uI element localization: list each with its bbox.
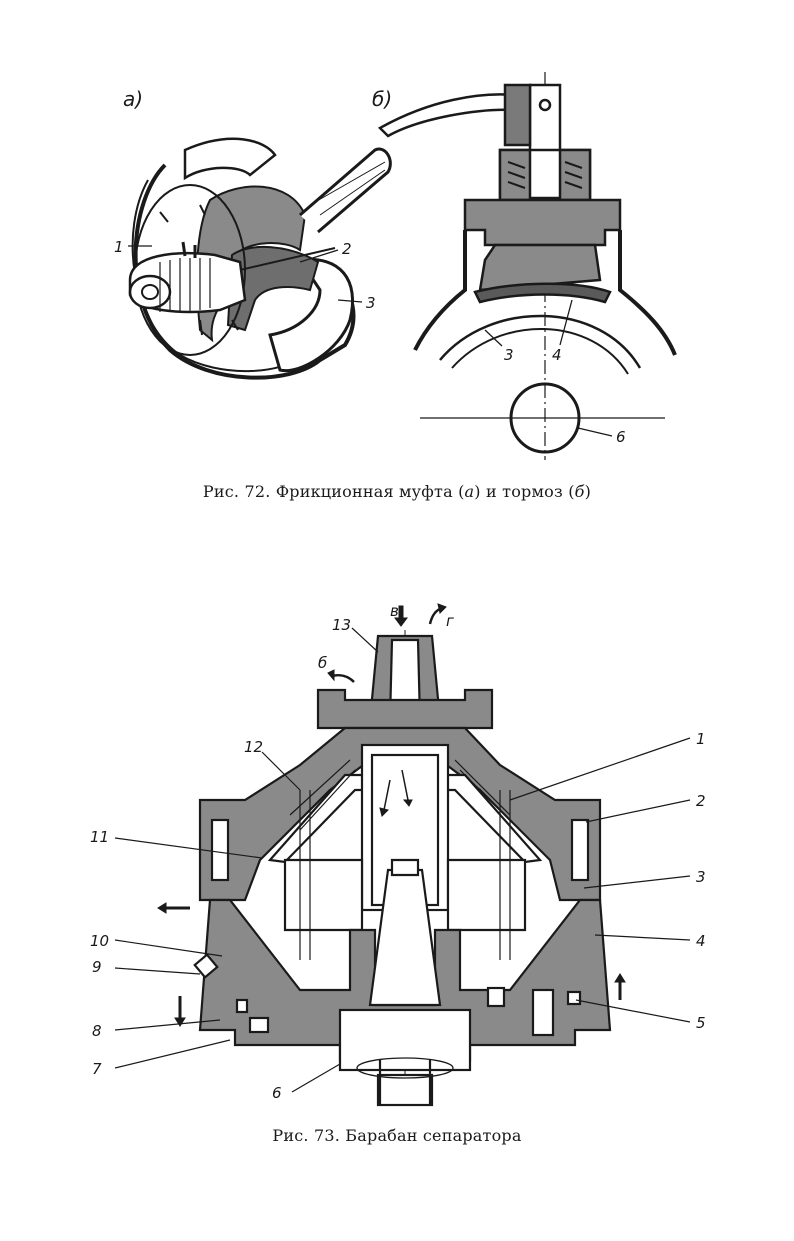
friction-clutch-illustration	[128, 137, 392, 380]
separator-label-4: 4	[696, 932, 706, 950]
panel-a-label: а)	[123, 87, 143, 111]
figure-73-drawing: в г б 1 2 3 4 5 13 12 11 10 9 8 7 6	[90, 602, 706, 1107]
brake-leader-lines	[484, 299, 613, 437]
figure-72-caption: Рис. 72. Фрикционная муфта (а) и тормоз …	[0, 482, 794, 501]
flow-label-v: в	[390, 602, 399, 620]
separator-label-3: 3	[696, 868, 706, 886]
brake-label-4: 4	[552, 346, 562, 364]
caption-72-prefix: Рис. 72. Фрикционная муфта (	[202, 482, 465, 501]
brake-label-6: 6	[616, 428, 626, 446]
flow-label-b: б	[318, 654, 327, 672]
figure-73: в г б 1 2 3 4 5 13 12 11 10 9 8 7 6	[0, 600, 794, 1120]
figure-73-caption: Рис. 73. Барабан сепаратора	[272, 1126, 522, 1145]
separator-label-12: 12	[244, 738, 263, 756]
clutch-leader-lines	[128, 245, 363, 303]
separator-leader-lines	[114, 627, 691, 1093]
brake-section-drawing	[377, 72, 677, 460]
clutch-label-3: 3	[366, 294, 376, 312]
separator-label-1: 1	[696, 730, 706, 748]
clutch-label-1: 1	[114, 238, 124, 256]
separator-label-2: 2	[696, 792, 706, 810]
panel-b-label: б)	[372, 87, 392, 111]
separator-label-7: 7	[92, 1060, 102, 1078]
separator-drum-section	[193, 630, 612, 1107]
flow-arrows	[157, 603, 626, 1027]
caption-72-a: а	[464, 482, 475, 501]
separator-label-5: 5	[696, 1014, 706, 1032]
separator-label-11: 11	[90, 828, 109, 846]
separator-label-9: 9	[92, 958, 102, 976]
figure-72-drawing: а) 1 2 3 б)	[114, 72, 677, 460]
clutch-label-2: 2	[342, 240, 352, 258]
separator-label-8: 8	[92, 1022, 102, 1040]
caption-72-b: б	[574, 482, 585, 501]
separator-label-6: 6	[272, 1084, 282, 1102]
caption-72-suffix: )	[584, 482, 592, 501]
figure-72: а) 1 2 3 б)	[0, 60, 794, 480]
caption-72-mid: ) и тормоз (	[474, 482, 575, 501]
separator-label-10: 10	[90, 932, 109, 950]
separator-label-13: 13	[332, 616, 351, 634]
brake-label-3: 3	[504, 346, 514, 364]
flow-label-g: г	[446, 612, 454, 630]
